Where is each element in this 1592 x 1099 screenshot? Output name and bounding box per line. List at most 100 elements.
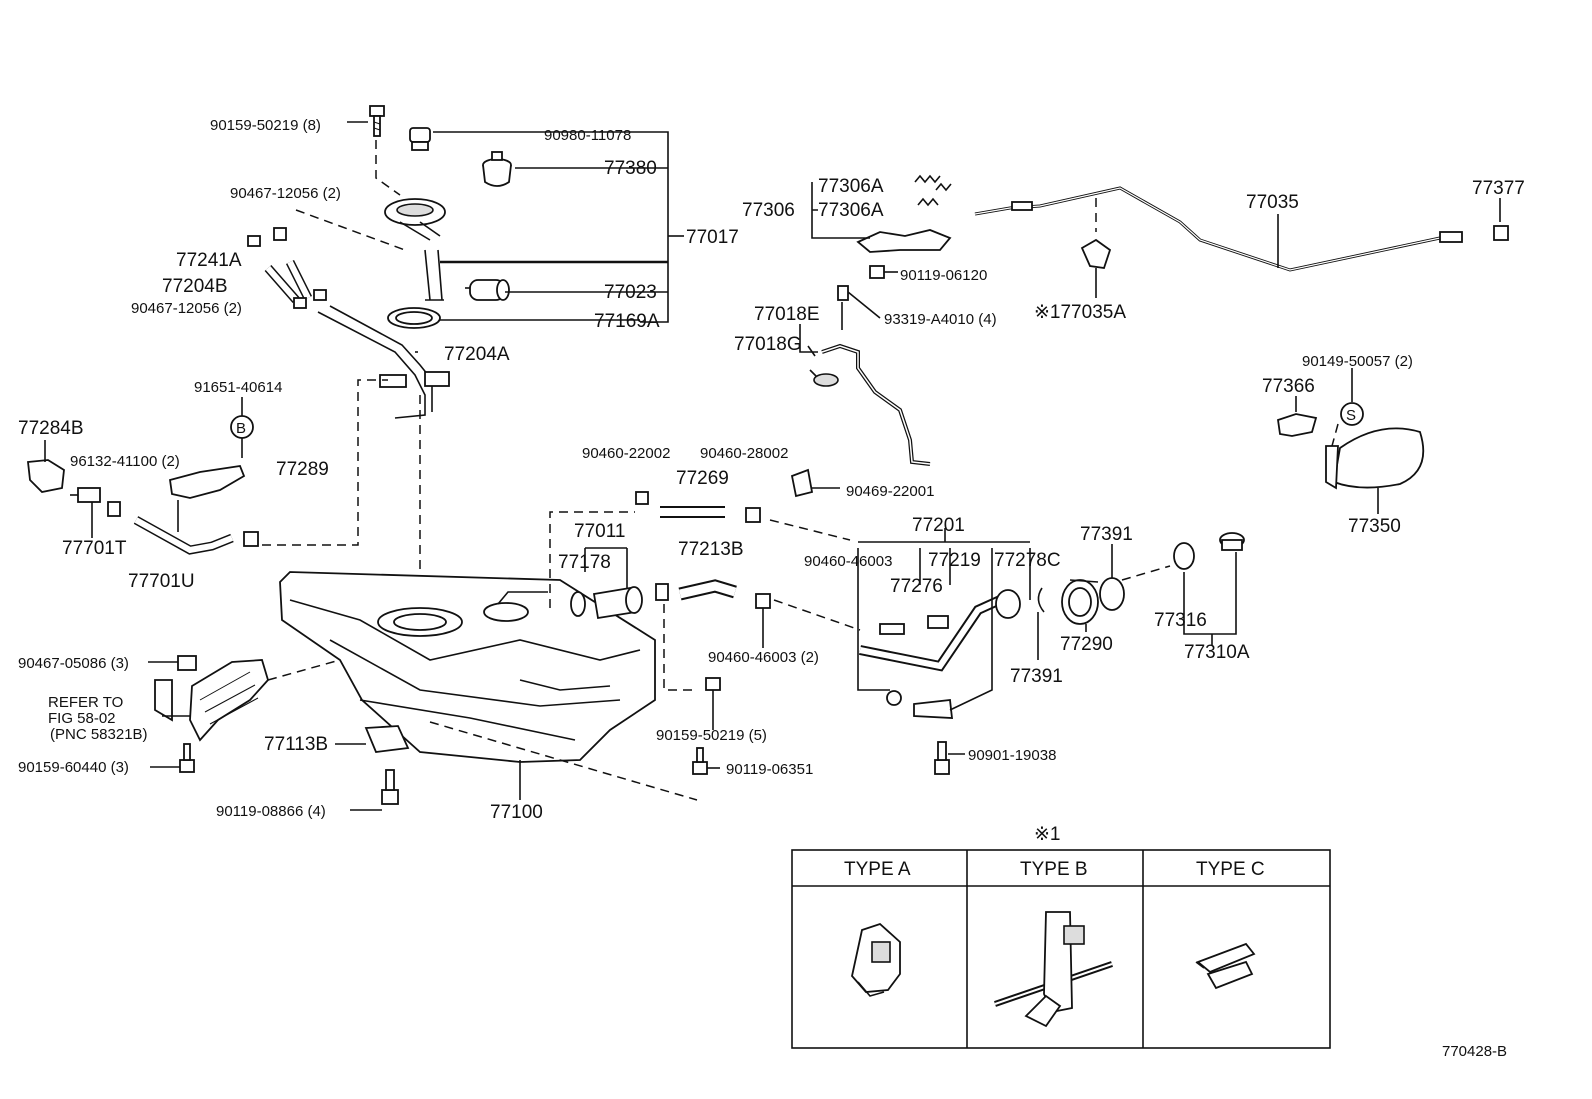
bolt-icon	[179, 743, 195, 773]
grommet-icon	[1061, 579, 1099, 625]
refer-line-2: FIG 58-02	[48, 710, 116, 727]
label-77018e: 77018E	[754, 304, 820, 325]
label-77306a-2: 77306A	[818, 200, 884, 221]
clamp-icon	[243, 531, 259, 547]
label-90460-22002: 90460-22002	[582, 445, 670, 462]
label-90460-46003: 90460-46003	[804, 553, 892, 570]
fuel-cap-icon	[1219, 532, 1245, 551]
label-77023: 77023	[604, 282, 657, 303]
label-177035a: ※177035A	[1034, 302, 1126, 323]
label-77366: 77366	[1262, 376, 1315, 397]
clip-icon	[107, 501, 121, 517]
label-77011: 77011	[574, 521, 625, 542]
label-90159-50219-5: 90159-50219 (5)	[656, 727, 767, 744]
label-77701u: 77701U	[128, 571, 195, 592]
label-77204a: 77204A	[444, 344, 510, 365]
type-a-header: TYPE A	[844, 859, 911, 880]
bracket-icon	[168, 465, 246, 499]
cushion-pad-icon	[364, 725, 410, 753]
label-90159-50219-8: 90159-50219 (8)	[210, 117, 321, 134]
label-77289: 77289	[276, 459, 329, 480]
label-90901-19038: 90901-19038	[968, 747, 1056, 764]
filler-pipe-icon	[859, 589, 1021, 719]
clamp-icon	[745, 507, 761, 523]
label-90980-11078: 90980-11078	[544, 127, 631, 144]
label-90119-06351: 90119-06351	[726, 761, 813, 778]
label-77380: 77380	[604, 158, 657, 179]
o-ring-icon	[1099, 577, 1125, 611]
vent-valve-icon	[70, 487, 101, 538]
label-77241a: 77241A	[176, 250, 242, 271]
type-b-header: TYPE B	[1020, 859, 1088, 880]
hose-icon	[264, 259, 313, 303]
label-77219: 77219	[928, 550, 981, 571]
label-90467-05086: 90467-05086 (3)	[18, 655, 129, 672]
label-90119-08866: 90119-08866 (4)	[216, 803, 326, 820]
fuel-pump-icon	[465, 279, 510, 301]
bolt-icon	[934, 741, 950, 775]
label-77178: 77178	[558, 552, 611, 573]
label-77316: 77316	[1154, 610, 1207, 631]
callout-s-label: S	[1346, 407, 1356, 424]
label-77350: 77350	[1348, 516, 1401, 537]
sender-cap-icon	[482, 151, 512, 187]
ring-icon	[1173, 542, 1195, 570]
bolt-icon	[869, 265, 885, 279]
vent-tube-icon	[799, 285, 931, 466]
regulator-cap-icon	[409, 127, 431, 151]
label-77290: 77290	[1060, 634, 1113, 655]
bracket-icon	[27, 459, 65, 493]
figure-code: 770428-B	[1442, 1043, 1507, 1060]
lid-opener-group	[811, 174, 1509, 298]
label-77017: 77017	[686, 227, 739, 248]
cable-clamp-icon	[1080, 238, 1112, 269]
filler-hose-group	[549, 468, 861, 730]
label-77377: 77377	[1472, 178, 1525, 199]
clip-icon	[790, 468, 814, 498]
label-77169a: 77169A	[594, 311, 660, 332]
pump-plate-icon	[384, 198, 446, 301]
fuel-tank-icon	[279, 571, 656, 800]
bolt-icon	[369, 105, 385, 137]
refer-line-1: REFER TO	[48, 694, 123, 711]
label-90460-46003-2: 90460-46003 (2)	[708, 649, 819, 666]
label-77306: 77306	[742, 200, 795, 221]
fuel-pump-assembly	[247, 105, 684, 608]
heat-shield-icon	[148, 655, 341, 742]
label-77284b: 77284B	[18, 418, 84, 439]
clamp-icon	[247, 227, 327, 309]
cable-end-icon	[1493, 225, 1509, 241]
clamp-icon	[635, 491, 649, 505]
type-c-header: TYPE C	[1196, 859, 1265, 880]
label-90467-12056-b: 90467-12056 (2)	[131, 300, 242, 317]
bolt-icon	[381, 769, 399, 805]
type-table	[791, 849, 1331, 1049]
clamp-icon	[755, 593, 771, 609]
label-90119-06120: 90119-06120	[900, 267, 987, 284]
bolt-icon	[692, 747, 708, 775]
label-77306a-1: 77306A	[818, 176, 884, 197]
label-77100: 77100	[490, 802, 543, 823]
spring-icon	[914, 174, 952, 207]
label-77204b: 77204B	[162, 276, 228, 297]
label-77018g: 77018G	[734, 334, 802, 355]
label-77276: 77276	[890, 576, 943, 597]
label-90159-60440: 90159-60440 (3)	[18, 759, 129, 776]
callout-s-circle	[1340, 402, 1364, 426]
fuel-filter-group	[27, 379, 388, 555]
label-77278c: 77278C	[994, 550, 1061, 571]
label-90460-28002: 90460-28002	[700, 445, 788, 462]
refer-line-3: (PNC 58321B)	[50, 726, 148, 743]
gasket-ring-icon	[387, 307, 441, 329]
label-77701t: 77701T	[62, 538, 127, 559]
part-labels: 90159-50219 (8) 90980-11078 77380 90467-…	[18, 117, 1525, 1060]
clamp-icon	[655, 583, 669, 601]
label-77391-b: 77391	[1010, 666, 1063, 687]
label-77269: 77269	[676, 468, 729, 489]
label-77201: 77201	[912, 515, 965, 536]
label-77213b: 77213B	[678, 539, 744, 560]
label-96132-41100: 96132-41100 (2)	[70, 453, 180, 470]
type-a-clamp-icon	[851, 922, 901, 997]
type-c-clip-icon	[1195, 942, 1256, 990]
